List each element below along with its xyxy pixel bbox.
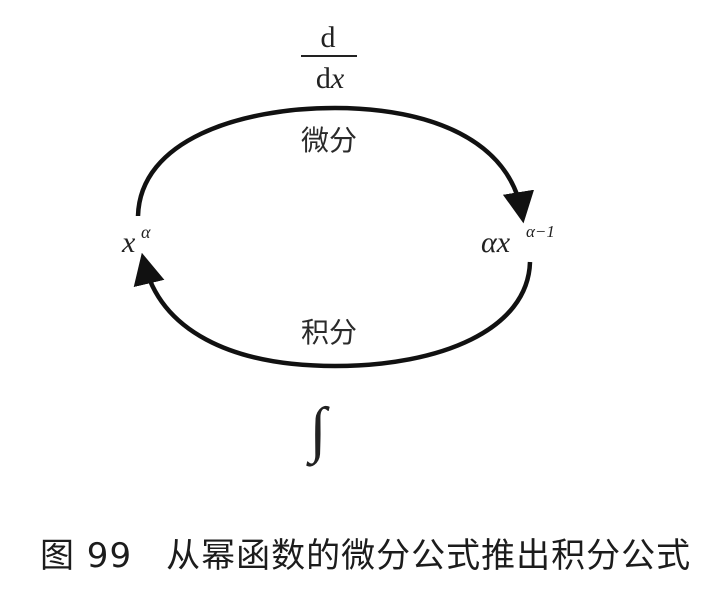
derivative-operator: d dx (301, 21, 357, 95)
denominator-variable: x (330, 62, 345, 95)
differentiation-arrow (135, 105, 534, 224)
left-node-base: x (121, 226, 136, 259)
figure-caption: 图 99 从幂函数的微分公式推出积分公式 (40, 528, 691, 577)
integration-arrow (133, 252, 533, 369)
left-node-power-function: x α (121, 222, 151, 259)
right-node-derivative: αx α−1 (481, 222, 555, 259)
integral-symbol: ∫ (306, 396, 331, 467)
left-node-exponent: α (141, 222, 151, 242)
derivative-denominator: dx (316, 62, 345, 95)
right-node-coefficient: α (481, 226, 498, 259)
denominator-d: d (316, 62, 331, 95)
right-node-exponent: α−1 (526, 222, 555, 241)
right-node-main: αx (481, 226, 511, 259)
differentiation-label: 微分 (301, 124, 357, 157)
integration-label: 积分 (301, 316, 357, 349)
right-node-base: x (496, 226, 511, 259)
figure-number: 图 99 (40, 536, 133, 576)
figure-title: 从幂函数的微分公式推出积分公式 (166, 536, 692, 576)
derivative-numerator: d (321, 21, 336, 54)
